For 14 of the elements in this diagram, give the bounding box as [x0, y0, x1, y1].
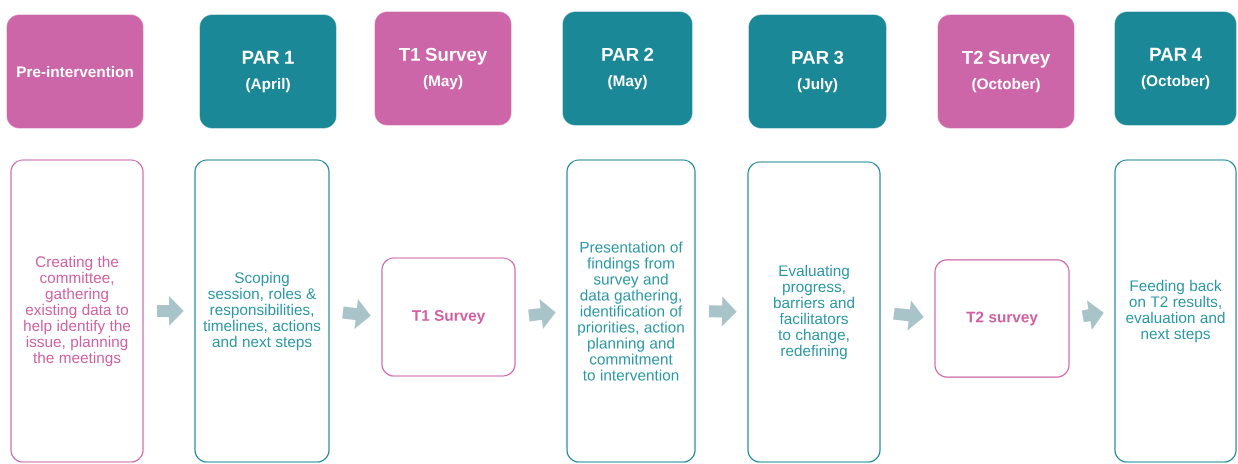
- activity-box: Evaluating progress, barriers and facilitators to change, redefining: [747, 161, 881, 463]
- activity-box: Presentation of findings from survey and data gathering, identification of priorities, action planning and commitment to intervention: [566, 159, 696, 463]
- activity-box: Feeding back on T2 results, evaluation and next steps: [1114, 159, 1237, 463]
- phase-box: T1 Survey (May): [374, 11, 512, 126]
- phase-box: PAR 3 (July): [748, 14, 887, 129]
- phase-box: PAR 2 (May): [562, 11, 693, 126]
- phase-box: T2 Survey (October): [937, 14, 1075, 129]
- activity-box: T1 Survey: [381, 257, 516, 377]
- activity-box: Scoping session, roles & responsibilities, timelines, actions and next steps: [194, 159, 330, 463]
- phase-box: Pre-intervention: [6, 14, 144, 129]
- activity-box: Creating the committee, gathering existing data to help identify the issue, planning the meetings: [10, 159, 144, 463]
- phase-box: PAR 4 (October): [1114, 11, 1237, 126]
- activity-box: T2 survey: [934, 259, 1070, 378]
- phase-box: PAR 1 (April): [199, 14, 337, 129]
